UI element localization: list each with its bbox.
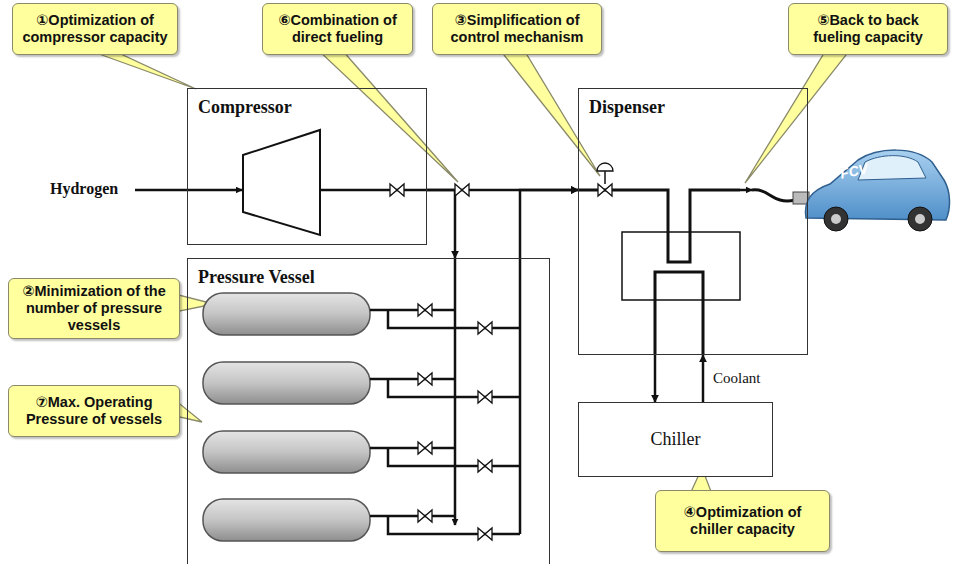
flow-label: Hydrogen (50, 180, 118, 198)
callout-tail (318, 50, 458, 182)
heat-exchanger (622, 232, 740, 300)
vessel-branch-pipe (370, 516, 520, 534)
callout-box: ②Minimization of the number of pressure … (8, 278, 180, 339)
callout-box: ①Optimization of compressor capacity (12, 3, 178, 55)
valve-symbol (418, 510, 432, 522)
valve-symbol (478, 460, 492, 472)
callout-box: ⑥Combination of direct fueling (262, 3, 413, 55)
car-window (858, 156, 926, 180)
valve-symbol (418, 373, 432, 385)
valve-symbol (478, 391, 492, 403)
valve-symbol (478, 528, 492, 540)
callout-tail (745, 50, 850, 183)
box-title: Compressor (198, 97, 292, 118)
compressor-symbol (243, 130, 320, 235)
compressor-outlet-pipe (320, 189, 427, 192)
callout-text: ⑦Max. Operating Pressure of vessels (14, 394, 174, 428)
hose-arrow (740, 189, 752, 192)
callout-tail (500, 50, 600, 176)
vessel-branch-pipe (370, 448, 520, 466)
valve-symbol (478, 322, 492, 334)
vessel-group (203, 293, 520, 541)
box-title: Pressure Vessel (198, 267, 315, 288)
box-title: Chiller (651, 429, 701, 450)
callout-text: ②Minimization of the number of pressure … (14, 283, 174, 334)
equipment-box: Compressor (187, 88, 427, 245)
edge-label: Coolant (711, 370, 763, 387)
callout-box: ⑦Max. Operating Pressure of vessels (8, 385, 180, 437)
valve-symbol (418, 304, 432, 316)
pressure-vessel (203, 431, 370, 473)
fill-header-pipe (454, 258, 457, 525)
car-hub (915, 214, 925, 224)
valve-symbol (390, 184, 404, 196)
callout-text: ③Simplification of control mechanism (438, 12, 596, 46)
valve-actuator (597, 163, 613, 171)
valve-symbol (455, 184, 469, 196)
box-title: Dispenser (589, 97, 665, 118)
equipment-box: Pressure Vessel (187, 258, 550, 564)
pressure-vessel (203, 499, 370, 541)
pipe-connector (427, 190, 455, 258)
car-wheel (908, 207, 932, 231)
vessel-branch-pipe (370, 379, 520, 397)
pressure-vessel (203, 293, 370, 335)
fueling-hose (752, 190, 795, 201)
equipment-box: Dispenser (578, 88, 808, 355)
car-hub (831, 214, 841, 224)
equipment-box: Chiller (578, 402, 773, 477)
valve-symbol (418, 442, 432, 454)
pipe-connector (520, 190, 578, 258)
valve-symbol (598, 184, 612, 196)
vessel-branch-pipe (370, 310, 520, 328)
callout-text: ④Optimization of chiller capacity (661, 504, 824, 538)
car-label: FCV (839, 160, 870, 181)
valve-stem (604, 171, 606, 184)
pressure-vessel (203, 362, 370, 404)
callout-box: ④Optimization of chiller capacity (655, 490, 830, 552)
callout-text: ①Optimization of compressor capacity (18, 12, 172, 46)
callout-tail (88, 50, 196, 89)
callout-box: ⑤Back to back fueling capacity (788, 3, 948, 55)
callout-text: ⑤Back to back fueling capacity (794, 12, 942, 46)
callout-box: ③Simplification of control mechanism (432, 3, 602, 55)
car-wheel (824, 207, 848, 231)
inlet-pipe (135, 189, 242, 192)
pipe-connector (654, 355, 657, 402)
callout-text: ⑥Combination of direct fueling (268, 12, 407, 46)
dispenser-pipe (578, 190, 740, 262)
pipe-connector (702, 355, 705, 402)
coolant-pipe (655, 272, 703, 355)
